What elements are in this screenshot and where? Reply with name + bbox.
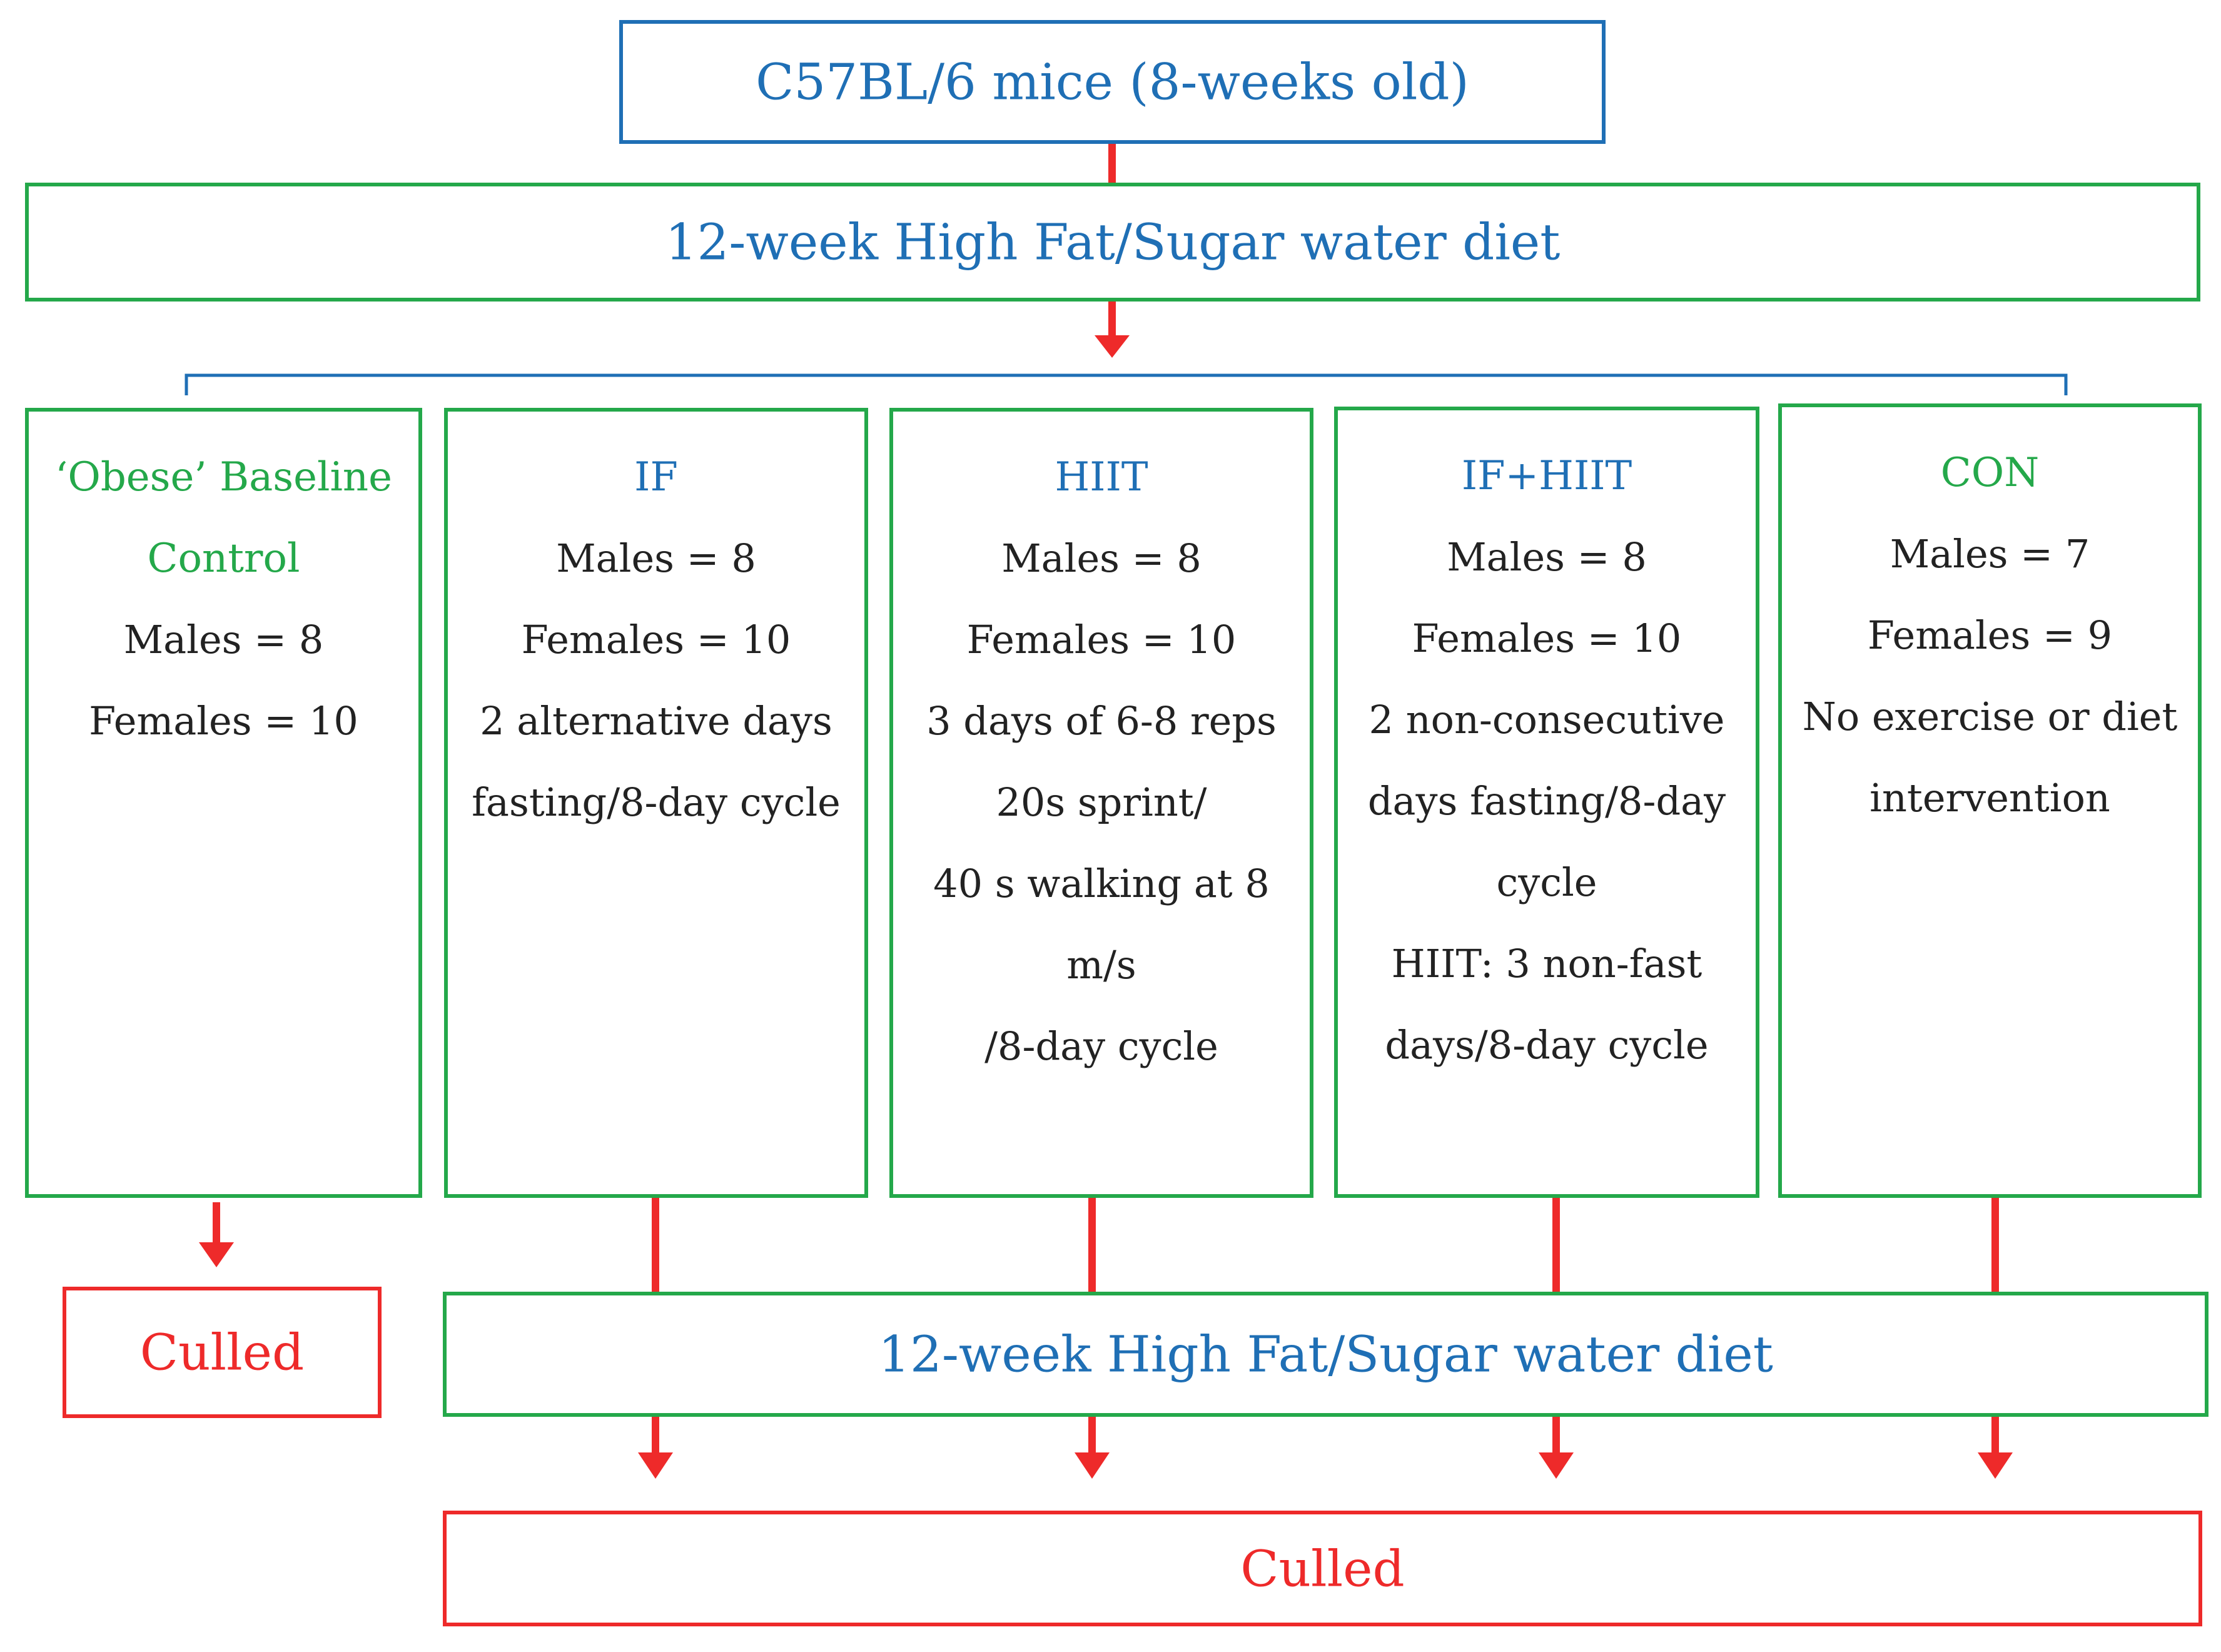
group-males: Males = 8	[123, 617, 324, 662]
group-detail: /8-day cycle	[984, 1023, 1218, 1069]
group-males: Males = 8	[556, 535, 756, 581]
culled-label-baseline: Culled	[139, 1323, 305, 1382]
group-if: IF Males = 8 Females = 10 2 alternative …	[444, 408, 868, 1198]
culled-box-baseline: Culled	[63, 1287, 382, 1418]
group-detail: cycle	[1496, 859, 1597, 905]
group-title: IF	[634, 454, 678, 500]
arrowhead-diet2-culled-1	[638, 1452, 673, 1479]
diet-box-1: 12-week High Fat/Sugar water diet	[25, 183, 2200, 302]
group-females: Females = 10	[966, 617, 1237, 662]
group-if-hiit: IF+HIIT Males = 8 Females = 10 2 non-con…	[1334, 407, 1759, 1198]
group-males: Males = 8	[1447, 534, 1647, 580]
group-con: CON Males = 7 Females = 9 No exercise or…	[1778, 403, 2202, 1198]
group-hiit: HIIT Males = 8 Females = 10 3 days of 6-…	[889, 408, 1313, 1198]
arrowhead-diet-to-groups	[1095, 335, 1130, 358]
group-title: IF+HIIT	[1461, 453, 1632, 499]
group-detail: fasting/8-day cycle	[472, 779, 841, 825]
arrowhead-diet2-culled-3	[1539, 1452, 1574, 1479]
group-title-cont: Control	[147, 535, 300, 582]
diet-label-2: 12-week High Fat/Sugar water diet	[878, 1325, 1773, 1384]
group-females: Females = 10	[521, 617, 791, 662]
group-bracket	[185, 373, 2068, 395]
diet-box-2: 12-week High Fat/Sugar water diet	[443, 1292, 2208, 1417]
group-females: Females = 9	[1867, 612, 2113, 658]
group-detail: HIIT: 3 non-fast	[1391, 941, 1702, 986]
group-detail: days fasting/8-day	[1367, 778, 1726, 824]
group-title: HIIT	[1055, 454, 1148, 500]
start-box: C57BL/6 mice (8-weeks old)	[619, 20, 1606, 144]
group-detail: 20s sprint/	[996, 779, 1207, 825]
group-females: Females = 10	[89, 698, 358, 744]
group-detail: 2 non-consecutive	[1369, 697, 1725, 742]
arrowhead-diet2-culled-4	[1978, 1452, 2013, 1479]
arrowhead-diet2-culled-2	[1075, 1452, 1110, 1479]
group-detail: m/s	[1066, 942, 1136, 988]
group-detail: 40 s walking at 8	[933, 861, 1270, 906]
group-females: Females = 10	[1412, 616, 1682, 661]
arrowhead-baseline-to-culled	[199, 1242, 234, 1267]
start-label: C57BL/6 mice (8-weeks old)	[756, 53, 1469, 111]
group-detail: days/8-day cycle	[1385, 1022, 1709, 1068]
group-males: Males = 7	[1890, 531, 2090, 577]
group-title: ‘Obese’ Baseline	[55, 454, 392, 500]
diet-label-1: 12-week High Fat/Sugar water diet	[665, 213, 1561, 271]
group-detail: 3 days of 6-8 reps	[926, 698, 1277, 744]
group-title: CON	[1940, 450, 2040, 496]
group-obese-baseline: ‘Obese’ Baseline Control Males = 8 Femal…	[25, 408, 422, 1198]
culled-box-final: Culled	[443, 1511, 2202, 1626]
culled-label-final: Culled	[1240, 1539, 1405, 1598]
group-detail: No exercise or diet	[1802, 694, 2178, 739]
group-detail: intervention	[1869, 775, 2110, 821]
group-detail: 2 alternative days	[480, 698, 832, 744]
group-males: Males = 8	[1001, 535, 1202, 581]
